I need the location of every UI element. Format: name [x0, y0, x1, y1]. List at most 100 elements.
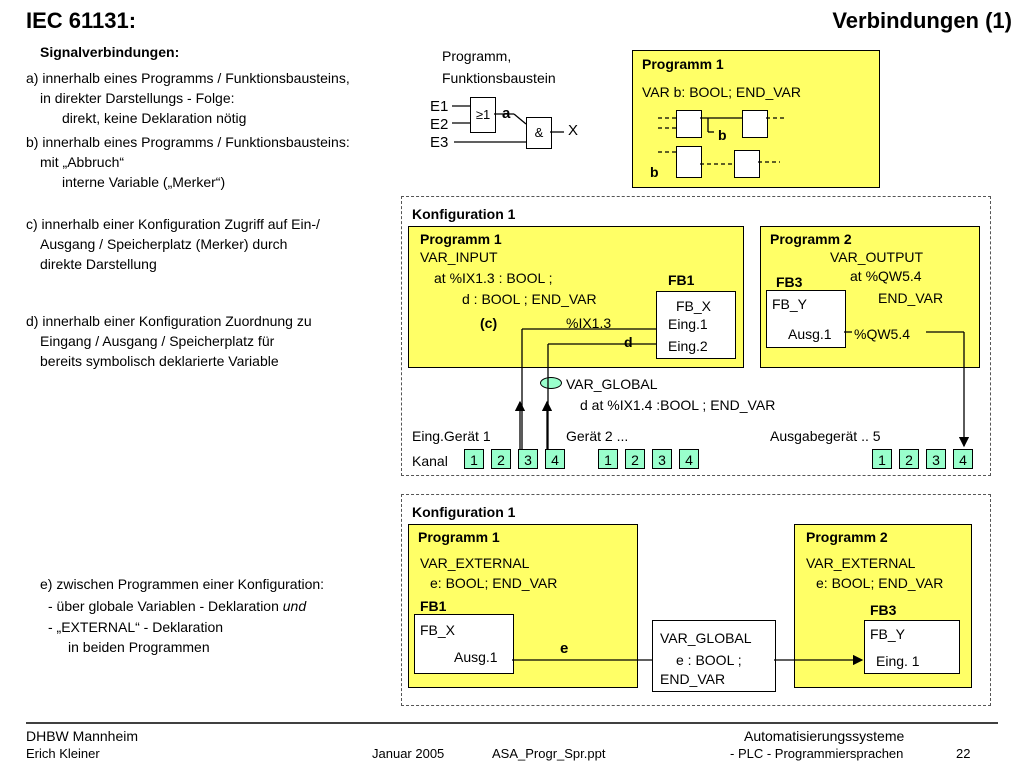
config2-global-box [652, 620, 776, 692]
config2-program1-decl: e: BOOL; END_VAR [430, 575, 558, 591]
item-a-line2: in direkter Darstellungs - Folge: [40, 90, 235, 106]
item-c-line1: c) innerhalb einer Konfiguration Zugriff… [26, 216, 320, 232]
config2-label: Konfiguration 1 [412, 504, 516, 520]
fig-a-output-x: X [568, 122, 579, 139]
item-d-line1: d) innerhalb einer Konfiguration Zuordnu… [26, 313, 312, 329]
config2-program1-title: Programm 1 [418, 529, 500, 545]
fig-a-input-e2: E2 [430, 116, 449, 133]
item-a-line1: a) innerhalb eines Programms / Funktions… [26, 70, 350, 86]
dev1-channel-2: 2 [491, 449, 511, 469]
footer-date: Januar 2005 [372, 746, 445, 761]
device-1-label: Eing.Gerät 1 [412, 428, 491, 444]
device-5-label: Ausgabegerät .. 5 [770, 428, 881, 444]
config1-fb3-output1: Ausg.1 [788, 326, 832, 342]
config2-fb3-name: FB_Y [870, 626, 906, 642]
config1-fb3-label: FB3 [776, 274, 803, 290]
device-2-label: Gerät 2 ... [566, 428, 629, 444]
dev2-channel-1: 1 [598, 449, 618, 469]
config1-label: Konfiguration 1 [412, 206, 516, 222]
item-a-line3: direkt, keine Deklaration nötig [62, 110, 247, 126]
config1-fb1-input2: Eing.2 [668, 338, 708, 354]
footer-file: ASA_Progr_Spr.ppt [492, 746, 606, 761]
item-b-line2: mit „Abbruch“ [40, 154, 125, 170]
item-e-line1: e) zwischen Programmen einer Konfigurati… [40, 576, 325, 592]
config1-fb1-block [656, 291, 736, 359]
config1-program2-var-output: VAR_OUTPUT [830, 249, 924, 265]
fig-a-caption1: Programm, [442, 48, 512, 64]
signal-heading: Signalverbindungen: [40, 44, 180, 60]
fig-b-block-2 [742, 110, 768, 138]
dev5-channel-2: 2 [899, 449, 919, 469]
item-c-line2: Ausgang / Speicherplatz (Merker) durch [40, 236, 288, 252]
config1-program1-decl1: at %IX1.3 : BOOL ; [434, 270, 553, 286]
config1-var-global: VAR_GLOBAL [566, 376, 658, 392]
slide-title-right: Verbindungen (1) [832, 8, 1012, 33]
footer-author: Erich Kleiner [26, 746, 100, 761]
config1-program2-title: Programm 2 [770, 231, 852, 247]
config1-program2-decl1: at %QW5.4 [850, 268, 922, 284]
footer-page-number: 22 [956, 746, 971, 761]
kanal-label: Kanal [412, 453, 448, 469]
config1-global-decl: d at %IX1.4 :BOOL ; END_VAR [580, 397, 776, 413]
item-d-line3: bereits symbolisch deklarierte Variable [40, 353, 279, 369]
slide-title-left: IEC 61131: [26, 8, 137, 33]
config1-d-label: d [624, 334, 633, 350]
config2-program2-var-external: VAR_EXTERNAL [806, 555, 916, 571]
fig-b-block-3 [676, 146, 702, 178]
dev2-channel-4: 4 [679, 449, 699, 469]
config1-ix-address: %IX1.3 [566, 315, 612, 331]
config1-program1-decl2: d : BOOL ; END_VAR [462, 291, 597, 307]
dev2-channel-2: 2 [625, 449, 645, 469]
config1-fb3-name: FB_Y [772, 296, 808, 312]
fig-a-input-e3: E3 [430, 134, 449, 151]
footer-course2: - PLC - Programmiersprachen [730, 746, 904, 761]
config2-fb1-output1: Ausg.1 [454, 649, 498, 665]
fig-b-block-4 [734, 150, 760, 178]
config2-fb1-block [414, 614, 514, 674]
config2-fb3-block [864, 620, 960, 674]
config2-fb3-input1: Eing. 1 [876, 653, 920, 669]
fig-b-title: Programm 1 [642, 56, 724, 72]
item-e-line2-text: - über globale Variablen - Deklaration [48, 598, 279, 614]
dev5-channel-1: 1 [872, 449, 892, 469]
config1-frame [401, 196, 991, 476]
config2-fb1-label: FB1 [420, 598, 447, 614]
dev1-channel-3: 3 [518, 449, 538, 469]
config1-fb1-input1: Eing.1 [668, 316, 708, 332]
config1-qw-address: %QW5.4 [854, 326, 911, 342]
fig-b-merker-b-bottom: b [650, 164, 659, 180]
item-e-line2-italic: und [282, 598, 307, 614]
config2-program2-decl: e: BOOL; END_VAR [816, 575, 944, 591]
item-e-line4: in beiden Programmen [68, 639, 210, 655]
config2-signal-e-left: e [560, 640, 569, 657]
config1-fb1-name: FB_X [676, 298, 712, 314]
config1-c-label: (c) [480, 315, 498, 331]
fig-b-block-1 [676, 110, 702, 138]
item-e-line2: - über globale Variablen - Deklaration u… [48, 596, 306, 616]
global-variable-ellipse [540, 377, 562, 389]
config1-program1-title: Programm 1 [420, 231, 502, 247]
fig-a-input-e1: E1 [430, 98, 449, 115]
dev2-channel-3: 3 [652, 449, 672, 469]
config1-program1-var-input: VAR_INPUT [420, 249, 498, 265]
item-b-line3: interne Variable („Merker“) [62, 174, 226, 190]
config2-program2-title: Programm 2 [806, 529, 888, 545]
config1-fb1-label: FB1 [668, 272, 695, 288]
footer-org: DHBW Mannheim [26, 728, 139, 744]
or-gate: ≥1 [470, 97, 496, 133]
item-d-line2: Eingang / Ausgang / Speicherplatz für [40, 333, 275, 349]
config2-program1-var-external: VAR_EXTERNAL [420, 555, 530, 571]
config1-program2-decl2: END_VAR [878, 290, 944, 306]
fig-b-merker-b-top: b [718, 127, 727, 143]
dev1-channel-1: 1 [464, 449, 484, 469]
item-b-line1: b) innerhalb eines Programms / Funktions… [26, 134, 350, 150]
config2-fb1-name: FB_X [420, 622, 456, 638]
dev5-channel-3: 3 [926, 449, 946, 469]
config1-fb3-block [766, 290, 846, 348]
dev1-channel-4: 4 [545, 449, 565, 469]
fig-a-caption2: Funktionsbaustein [442, 70, 556, 86]
item-e-line3: - „EXTERNAL“ - Deklaration [48, 619, 224, 635]
and-gate: & [526, 117, 552, 149]
config2-frame [401, 494, 991, 706]
